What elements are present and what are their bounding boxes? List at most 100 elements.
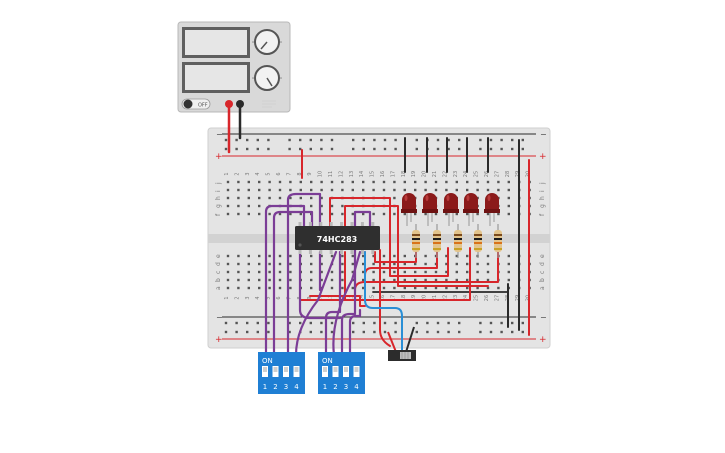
column-label: 9 <box>307 172 313 175</box>
column-label: 23 <box>453 171 459 177</box>
column-label: 20 <box>422 295 428 301</box>
column-label: 2 <box>234 296 240 299</box>
row-label: c <box>539 271 546 274</box>
row-label: a <box>539 286 546 290</box>
dip-toggle-2[interactable] <box>332 366 339 377</box>
chip-pin <box>308 249 312 254</box>
row-label: g <box>215 204 222 208</box>
column-label: 28 <box>505 171 511 177</box>
carry-wire[interactable] <box>364 251 403 353</box>
row-label: j <box>215 182 222 185</box>
dip-number: 4 <box>354 383 359 391</box>
led[interactable] <box>443 193 459 226</box>
led-array <box>401 193 500 226</box>
row-label: i <box>215 190 222 192</box>
chip-pin <box>350 249 354 254</box>
rail-minus-label: − <box>216 313 223 322</box>
chip-pin <box>340 249 344 254</box>
column-label: 19 <box>411 295 417 301</box>
row-label: d <box>539 262 546 266</box>
column-label: 12 <box>338 171 344 177</box>
input-wires <box>264 192 372 357</box>
column-label: 16 <box>380 295 386 301</box>
chip-pin <box>319 249 323 254</box>
dip-toggle-4[interactable] <box>353 366 360 377</box>
dip-toggle-3[interactable] <box>343 366 349 377</box>
column-label: 6 <box>276 296 282 299</box>
dip-on-label: ON <box>262 357 273 365</box>
chip-pin <box>329 249 333 254</box>
slide-switch[interactable] <box>387 326 416 361</box>
column-label: 27 <box>494 171 500 177</box>
resistor[interactable] <box>433 224 441 258</box>
column-label: 25 <box>474 295 480 301</box>
row-label: e <box>539 254 546 258</box>
resistor-array <box>412 224 502 258</box>
column-label: 11 <box>328 171 334 177</box>
column-label: 26 <box>484 295 490 301</box>
dip-number: 3 <box>344 383 348 391</box>
chip-pin <box>371 249 375 254</box>
led[interactable] <box>422 193 438 226</box>
column-label: 17 <box>390 171 396 177</box>
column-label: 11 <box>328 295 334 301</box>
chip-pin <box>371 222 375 227</box>
row-label: e <box>215 254 222 258</box>
dip-toggle-1[interactable] <box>262 366 268 377</box>
dip-toggle-3[interactable] <box>283 366 289 377</box>
row-label: a <box>215 286 222 290</box>
psu-off-label: OFF <box>198 103 208 109</box>
led[interactable] <box>401 193 417 226</box>
dip-toggle-1[interactable] <box>322 366 328 377</box>
column-label: 23 <box>453 295 459 301</box>
dip-number: 2 <box>273 383 277 391</box>
led[interactable] <box>484 193 500 226</box>
power-supply[interactable]: OFF <box>177 21 291 113</box>
column-label: 7 <box>286 296 292 299</box>
row-label: g <box>539 204 546 208</box>
row-label: b <box>215 278 222 282</box>
column-label: 4 <box>255 296 261 299</box>
column-label: 22 <box>442 295 448 301</box>
column-label: 1 <box>224 296 230 299</box>
column-label: 18 <box>401 171 407 177</box>
dip-on-label: ON <box>322 357 333 365</box>
dip-toggle-4[interactable] <box>293 366 300 377</box>
column-label: 27 <box>494 295 500 301</box>
column-label: 17 <box>390 295 396 301</box>
column-label: 4 <box>255 172 261 175</box>
column-label: 21 <box>432 171 438 177</box>
ic-74hc283[interactable]: 74HC283 <box>295 222 380 254</box>
column-label: 15 <box>370 295 376 301</box>
power-wires <box>227 102 530 336</box>
column-label: 1 <box>224 172 230 175</box>
column-label: 5 <box>266 172 272 175</box>
chip-pin <box>298 249 302 254</box>
row-label: i <box>539 190 546 192</box>
column-label: 9 <box>307 296 313 299</box>
chip-pin <box>308 222 312 227</box>
row-label: d <box>215 262 222 266</box>
rail-minus-label: − <box>540 130 547 139</box>
chip-label: 74HC283 <box>317 235 357 244</box>
resistor[interactable] <box>412 224 420 258</box>
column-label: 26 <box>484 171 490 177</box>
led[interactable] <box>463 193 479 226</box>
row-label: j <box>539 182 546 185</box>
resistor[interactable] <box>454 224 462 258</box>
column-label: 3 <box>245 296 251 299</box>
column-label: 14 <box>359 171 365 177</box>
resistor[interactable] <box>474 224 482 258</box>
column-label: 10 <box>318 295 324 301</box>
resistor[interactable] <box>494 224 502 258</box>
chip-pin <box>340 222 344 227</box>
dip-toggle-2[interactable] <box>272 366 279 377</box>
row-label: c <box>215 271 222 274</box>
column-label: 8 <box>297 172 303 175</box>
column-label: 6 <box>276 172 282 175</box>
column-label: 14 <box>359 295 365 301</box>
